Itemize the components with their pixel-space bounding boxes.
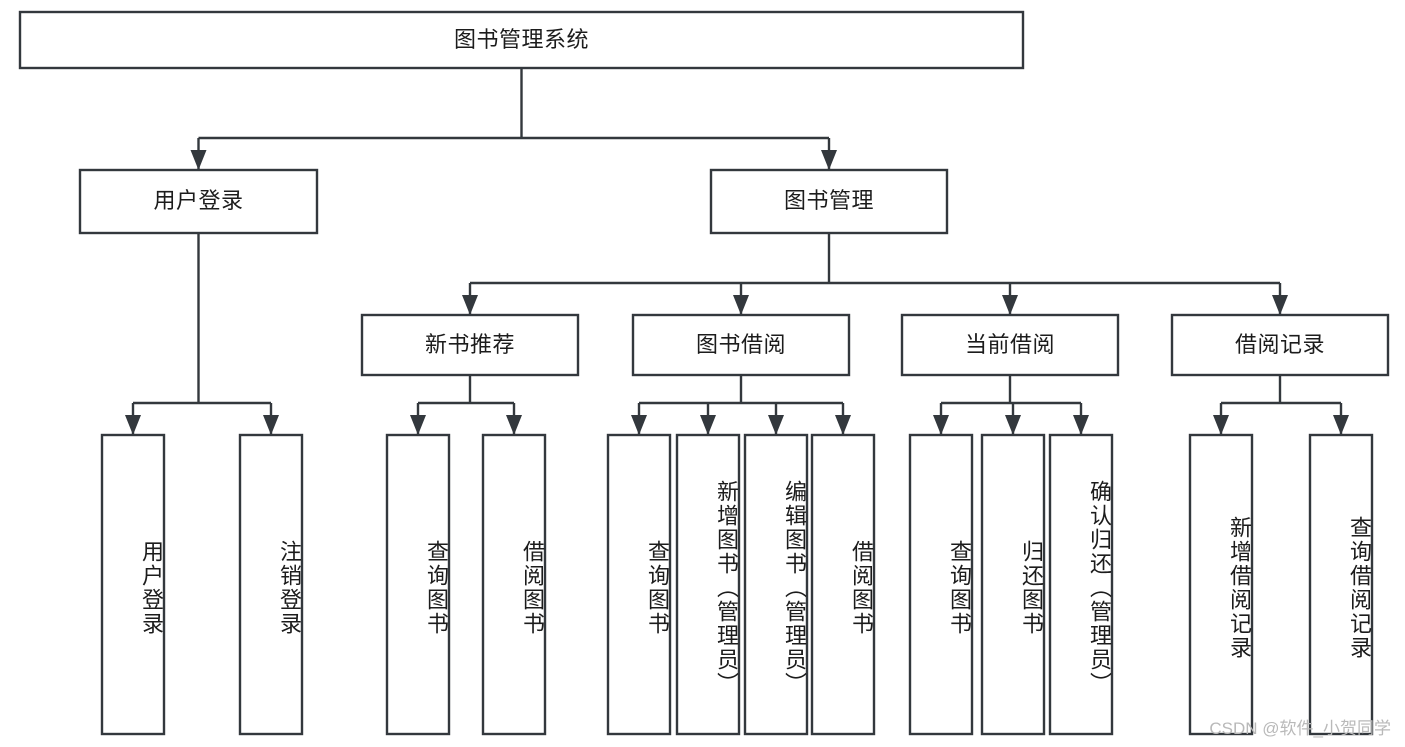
arrow-head-l1_1-3 [1272,295,1288,315]
arrow-head-l1_0-1 [263,415,279,435]
node-box-layer [18,10,1390,736]
node-box-root[interactable] [18,10,1025,70]
node-box-l2_2[interactable] [900,313,1120,377]
arrow-head-l2_1-2 [768,415,784,435]
connector-layer [125,68,1349,435]
node-box-leaf_8[interactable] [908,433,974,736]
arrow-head-l1_0-0 [125,415,141,435]
arrow-head-l2_1-3 [835,415,851,435]
arrow-head-l2_2-0 [933,415,949,435]
node-box-l2_3[interactable] [1170,313,1390,377]
node-box-leaf_10[interactable] [1048,433,1114,736]
node-box-l2_0[interactable] [360,313,580,377]
node-box-leaf_2[interactable] [385,433,451,736]
node-box-leaf_6[interactable] [743,433,809,736]
arrow-head-l2_3-0 [1213,415,1229,435]
node-box-leaf_0[interactable] [100,433,166,736]
node-box-l1_0[interactable] [78,168,319,235]
node-box-leaf_9[interactable] [980,433,1046,736]
node-box-leaf_3[interactable] [481,433,547,736]
arrow-head-l2_1-0 [631,415,647,435]
node-box-leaf_7[interactable] [810,433,876,736]
node-box-l1_1[interactable] [709,168,949,235]
arrow-head-l1_1-0 [462,295,478,315]
arrow-head-l2_0-0 [410,415,426,435]
node-box-leaf_11[interactable] [1188,433,1254,736]
arrow-head-l2_2-1 [1005,415,1021,435]
node-box-leaf_1[interactable] [238,433,304,736]
node-box-l2_1[interactable] [631,313,851,377]
arrow-head-l2_1-1 [700,415,716,435]
node-box-leaf_5[interactable] [675,433,741,736]
arrow-head-root-1 [821,150,837,170]
watermark: CSDN @软件_小贺同学 [1209,719,1391,738]
arrow-head-l2_2-2 [1073,415,1089,435]
arrow-head-l2_3-1 [1333,415,1349,435]
arrow-head-l2_0-1 [506,415,522,435]
arrow-head-root-0 [190,150,207,170]
arrow-head-l1_1-2 [1002,295,1018,315]
arrow-head-l1_1-1 [733,295,749,315]
node-box-leaf_4[interactable] [606,433,672,736]
node-box-leaf_12[interactable] [1308,433,1374,736]
